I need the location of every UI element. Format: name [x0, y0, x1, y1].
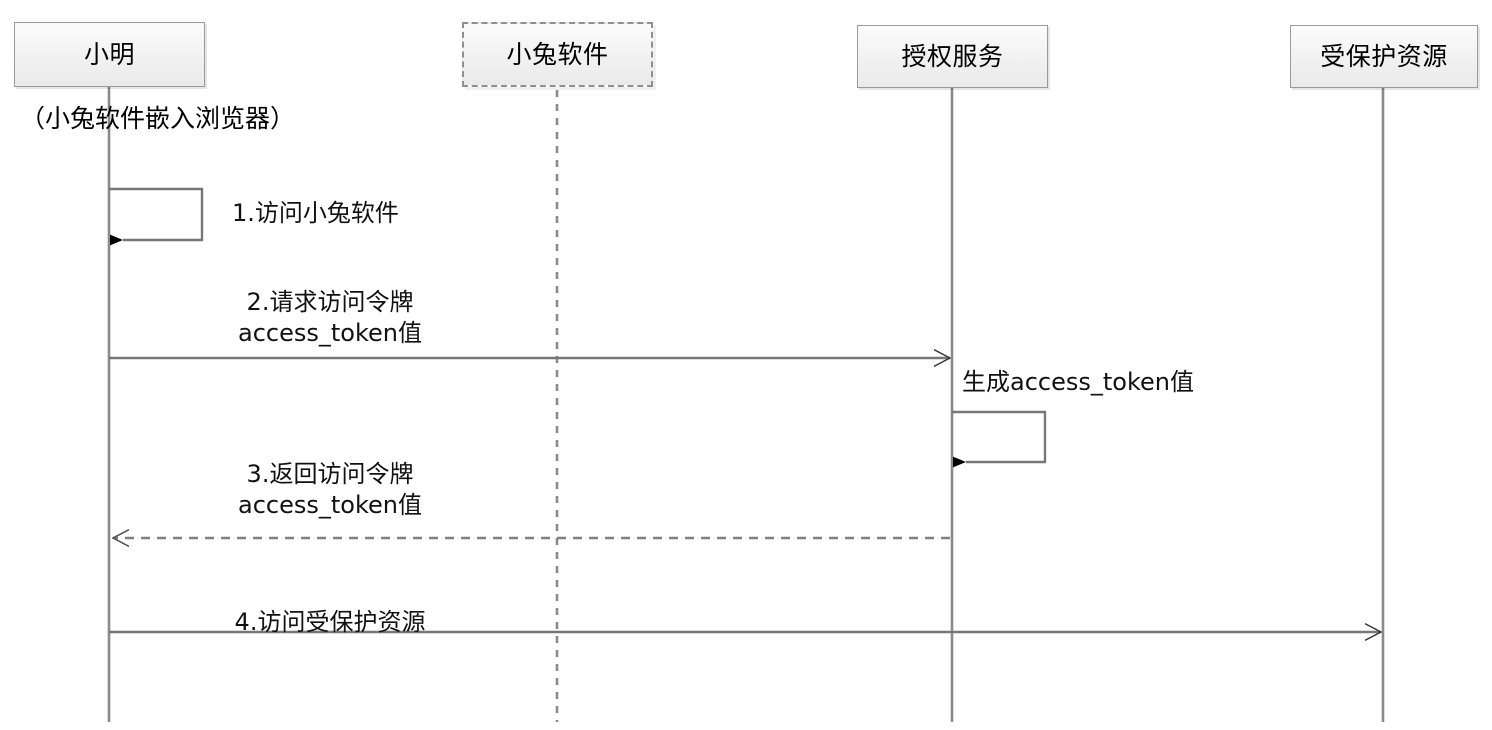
participant-label-user: 小明 — [83, 40, 135, 69]
participant-label-protected-resource: 受保护资源 — [1320, 42, 1448, 71]
participant-protected-resource[interactable]: 受保护资源 — [1290, 25, 1478, 88]
participant-auth-service[interactable]: 授权服务 — [857, 25, 1048, 88]
note-browser-embed: （小兔软件嵌入浏览器） — [20, 104, 296, 133]
participant-user[interactable]: 小明 — [14, 22, 205, 87]
message-visit-client-app — [109, 187, 204, 246]
message-label-request-access-token: 2.请求访问令牌 access_token值 — [180, 287, 480, 348]
self-loop-path-auth-service — [952, 410, 1047, 468]
participant-label-client-app: 小兔软件 — [506, 40, 609, 69]
message-label-request-access-token-line1: 2.请求访问令牌 — [246, 288, 414, 316]
participant-client-app[interactable]: 小兔软件 — [462, 22, 653, 87]
message-label-return-access-token-line2: access_token值 — [238, 490, 422, 519]
message-generate-access-token — [952, 410, 1047, 468]
participant-label-auth-service: 授权服务 — [901, 42, 1004, 71]
lifelines — [107, 87, 1385, 722]
message-label-return-access-token: 3.返回访问令牌 access_token值 — [180, 459, 480, 520]
message-label-return-access-token-line1: 3.返回访问令牌 — [246, 460, 414, 488]
message-label-access-protected-resource: 4.访问受保护资源 — [180, 607, 480, 638]
message-label-generate-access-token: 生成access_token值 — [962, 368, 1194, 396]
self-loop-path-user — [109, 187, 204, 246]
message-label-visit-client-app: 1.访问小兔软件 — [232, 199, 399, 227]
message-label-request-access-token-line2: access_token值 — [238, 318, 422, 347]
message-label-access-protected-resource-line1: 4.访问受保护资源 — [234, 608, 426, 636]
